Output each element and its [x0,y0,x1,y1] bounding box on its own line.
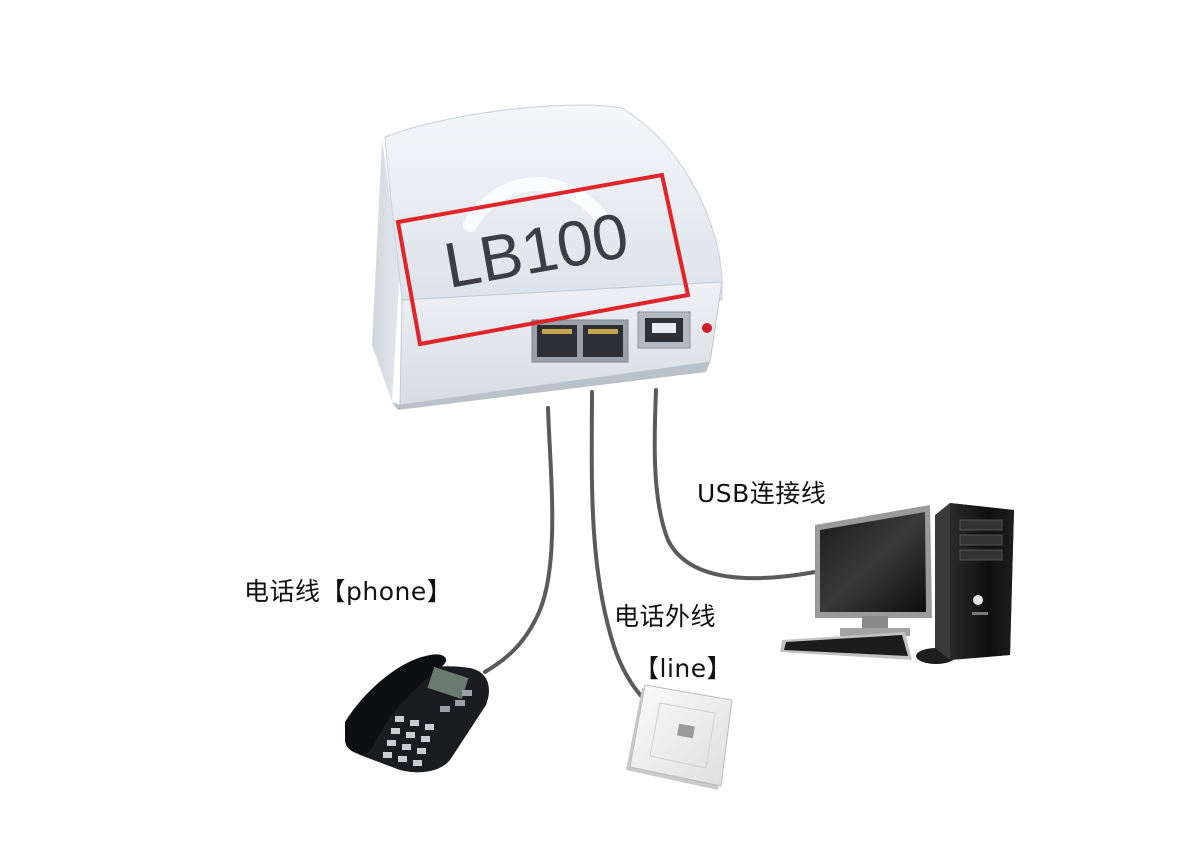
pc-tower [935,503,1014,660]
outside-line-label: 电话外线 [614,602,717,631]
model-highlight-box [395,172,691,347]
rj11-ports [531,319,629,363]
device-top-arc [463,177,607,232]
telephone [345,654,489,773]
handset [345,654,447,754]
device-left-side [372,140,400,402]
desktop-computer [780,503,1014,664]
usb-cable-label: USB连接线 [697,479,827,508]
hp-logo [973,595,983,605]
device-top [384,104,723,301]
phone-display [427,666,469,700]
keyboard [780,632,912,660]
phone-cable-label: 电话线【phone】 [244,577,453,606]
usb-cable [652,388,817,581]
usb-b-port [637,311,691,349]
wall-jack [677,723,695,739]
phone-keypad [383,716,434,766]
lb100-device: LB100 [372,104,723,410]
outside-line-label-en: 【line】 [634,654,733,683]
phone-cable [483,406,555,674]
indicator-led [702,323,712,333]
wall-plate [626,684,733,790]
monitor [815,505,932,636]
